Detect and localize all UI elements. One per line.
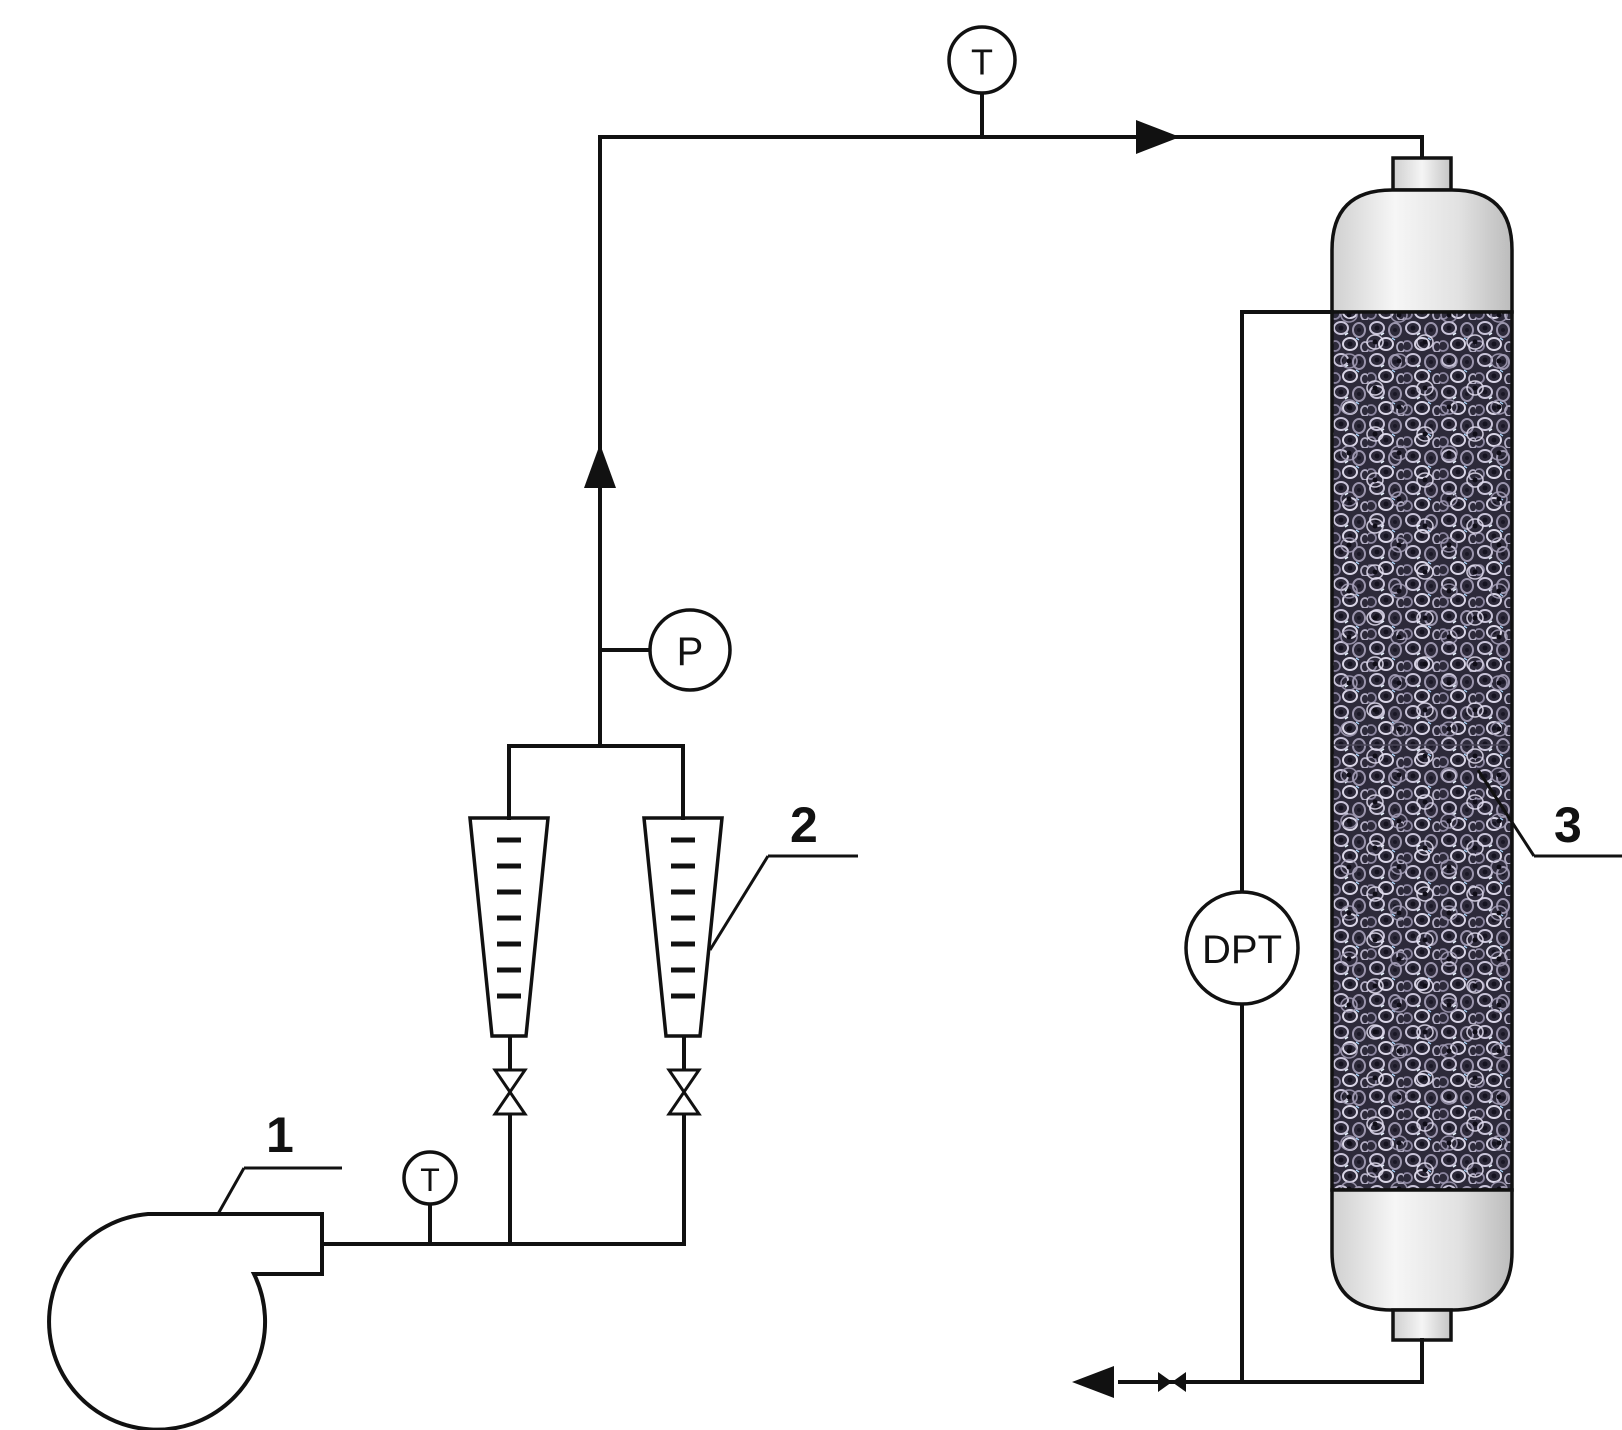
column-bottom-head <box>1330 1188 1514 1312</box>
flow-arrow-up <box>584 444 616 488</box>
label-rotameter: 2 <box>790 797 818 853</box>
dpt-impulse-line <box>1240 310 1334 1384</box>
blower <box>47 1212 324 1430</box>
flow-arrow-right <box>1136 120 1180 154</box>
label-blower: 1 <box>266 1107 294 1163</box>
pressure-gauge: P <box>598 608 732 692</box>
column-outlet-pipe <box>1118 1338 1424 1384</box>
pressure-gauge-label: P <box>677 630 704 674</box>
outlet-valve <box>1158 1372 1186 1392</box>
blower-leader-line <box>216 1167 246 1215</box>
temperature-gauge-inlet: T <box>402 1150 458 1246</box>
riser-pipe <box>598 135 1424 748</box>
temperature-gauge-outlet: T <box>947 25 1017 139</box>
column-leader-line <box>1476 769 1536 857</box>
column-top-head <box>1330 188 1514 314</box>
rotameter-right <box>642 744 724 1038</box>
temperature-gauge-outlet-label: T <box>971 42 993 83</box>
rotameter-leader-line <box>708 855 770 951</box>
flow-arrow-outlet <box>1072 1366 1114 1398</box>
packed-column <box>1330 156 1514 1342</box>
column-bottom-nozzle <box>1391 1308 1453 1342</box>
rotameter-left <box>468 744 550 1038</box>
column-top-nozzle <box>1391 156 1453 192</box>
label-column: 3 <box>1554 797 1582 853</box>
dpt-label: DPT <box>1202 928 1282 972</box>
valve-right <box>666 1036 702 1116</box>
valve-left <box>492 1036 528 1116</box>
temperature-gauge-inlet-label: T <box>420 1162 440 1198</box>
blower-housing <box>47 1212 324 1430</box>
blower-discharge-pipe <box>320 1112 686 1246</box>
differential-pressure-transmitter: DPT <box>1184 890 1300 1006</box>
